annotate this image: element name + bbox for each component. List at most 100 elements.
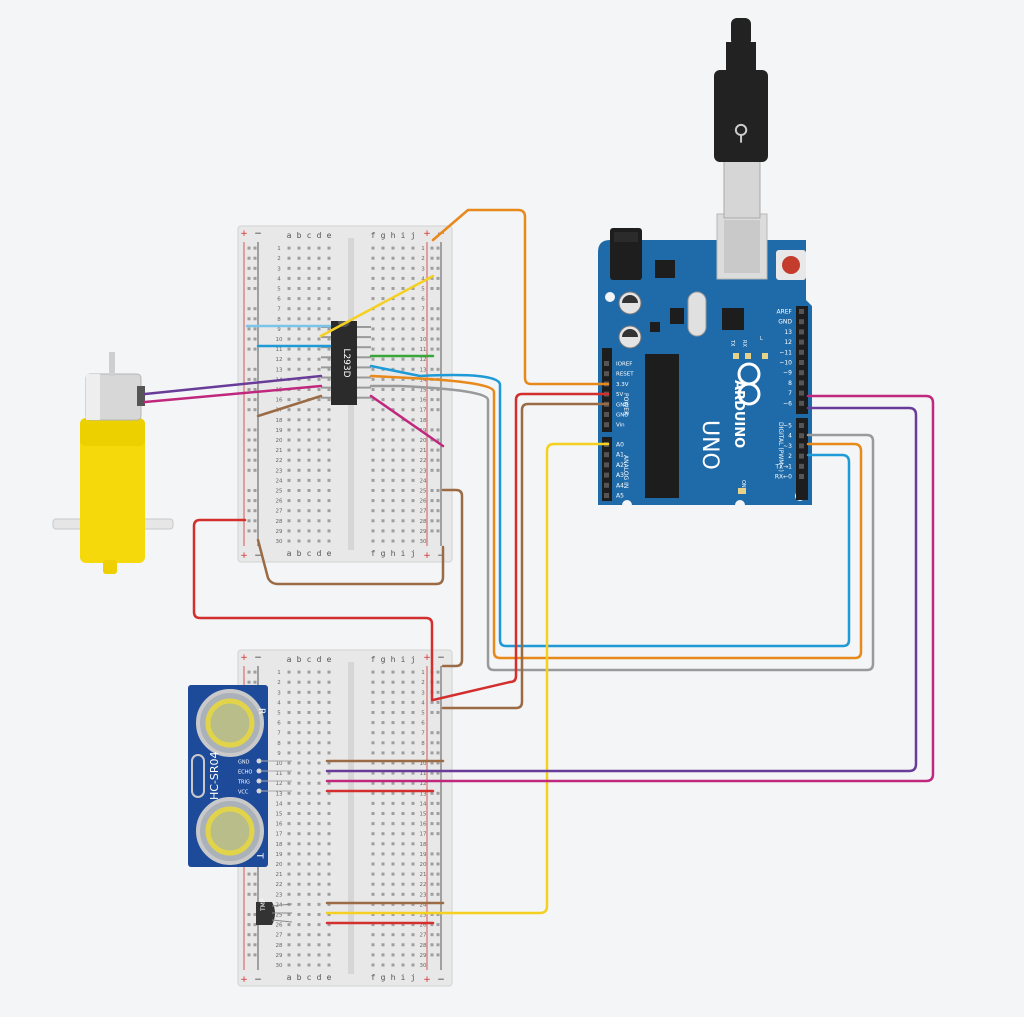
bb1-rail-hole[interactable] bbox=[247, 347, 251, 351]
bb1-hole[interactable] bbox=[401, 509, 405, 513]
bb1-hole[interactable] bbox=[287, 448, 291, 452]
bb2-hole[interactable] bbox=[327, 882, 331, 886]
bb1-hole[interactable] bbox=[307, 287, 311, 290]
bb2-hole[interactable] bbox=[327, 690, 331, 694]
bb1-hole[interactable] bbox=[297, 307, 301, 311]
bb2-hole[interactable] bbox=[317, 812, 321, 815]
bb1-hole[interactable] bbox=[401, 388, 405, 391]
bb1-hole[interactable] bbox=[381, 388, 385, 391]
bb2-hole[interactable] bbox=[401, 761, 405, 765]
bb1-rail-hole[interactable] bbox=[436, 519, 440, 523]
bb2-rail-hole[interactable] bbox=[253, 943, 257, 947]
bb2-hole[interactable] bbox=[391, 781, 395, 785]
bb1-hole[interactable] bbox=[381, 266, 385, 270]
bb2-hole[interactable] bbox=[287, 943, 291, 947]
bb2-rail-hole[interactable] bbox=[436, 700, 440, 704]
bb1-hole[interactable] bbox=[307, 246, 311, 250]
bb1-rail-hole[interactable] bbox=[247, 519, 251, 523]
bb2-rail-hole[interactable] bbox=[436, 933, 440, 937]
arduino-digital-pin[interactable] bbox=[799, 390, 804, 396]
bb2-hole[interactable] bbox=[401, 670, 405, 674]
bb1-rail-hole[interactable] bbox=[247, 307, 251, 311]
bb1-hole[interactable] bbox=[327, 529, 331, 533]
bb2-rail-hole[interactable] bbox=[436, 943, 440, 947]
bb2-hole[interactable] bbox=[287, 822, 291, 826]
bb2-hole[interactable] bbox=[287, 862, 291, 866]
bb2-rail-hole[interactable] bbox=[436, 680, 440, 684]
bb1-hole[interactable] bbox=[401, 327, 405, 331]
bb1-hole[interactable] bbox=[287, 347, 291, 351]
bb2-rail-hole[interactable] bbox=[436, 812, 440, 815]
bb2-hole[interactable] bbox=[287, 791, 291, 795]
bb2-hole[interactable] bbox=[307, 731, 311, 735]
bb1-rail-hole[interactable] bbox=[247, 428, 251, 432]
bb1-hole[interactable] bbox=[401, 408, 405, 412]
bb1-hole[interactable] bbox=[411, 428, 415, 432]
bb1-hole[interactable] bbox=[381, 489, 385, 492]
bb2-hole[interactable] bbox=[391, 892, 395, 896]
bb1-hole[interactable] bbox=[381, 246, 385, 250]
bb1-rail-hole[interactable] bbox=[247, 276, 251, 280]
bb2-hole[interactable] bbox=[411, 700, 415, 704]
bb2-hole[interactable] bbox=[297, 852, 301, 856]
bb2-hole[interactable] bbox=[391, 852, 395, 856]
bb2-hole[interactable] bbox=[317, 913, 321, 916]
bb2-rail-hole[interactable] bbox=[430, 882, 434, 886]
bb1-hole[interactable] bbox=[411, 266, 415, 270]
bb2-hole[interactable] bbox=[371, 943, 375, 947]
bb1-rail-hole[interactable] bbox=[253, 438, 257, 442]
bb1-rail-hole[interactable] bbox=[253, 256, 257, 260]
bb2-hole[interactable] bbox=[287, 721, 291, 725]
bb2-hole[interactable] bbox=[411, 771, 415, 775]
sensor-pin[interactable] bbox=[256, 778, 262, 784]
bb1-rail-hole[interactable] bbox=[247, 468, 251, 472]
bb2-hole[interactable] bbox=[371, 953, 375, 957]
bb2-rail-hole[interactable] bbox=[430, 812, 434, 815]
bb1-rail-hole[interactable] bbox=[430, 519, 434, 523]
bb2-hole[interactable] bbox=[307, 721, 311, 725]
bb2-hole[interactable] bbox=[307, 852, 311, 856]
bb2-hole[interactable] bbox=[287, 781, 291, 785]
bb2-hole[interactable] bbox=[297, 771, 301, 775]
bb1-hole[interactable] bbox=[287, 509, 291, 513]
arduino-digital-pin[interactable] bbox=[799, 370, 804, 376]
arduino-analog-pin[interactable] bbox=[604, 482, 609, 488]
bb1-rail-hole[interactable] bbox=[247, 317, 251, 321]
bb1-hole[interactable] bbox=[401, 458, 405, 462]
bb1-rail-hole[interactable] bbox=[247, 266, 251, 270]
bb2-hole[interactable] bbox=[327, 913, 331, 916]
bb1-hole[interactable] bbox=[401, 519, 405, 523]
bb1-hole[interactable] bbox=[381, 448, 385, 452]
arduino-digital-pin[interactable] bbox=[799, 453, 804, 459]
bb2-hole[interactable] bbox=[371, 923, 375, 927]
bb2-hole[interactable] bbox=[317, 953, 321, 957]
bb2-hole[interactable] bbox=[307, 902, 311, 906]
bb1-hole[interactable] bbox=[391, 317, 395, 321]
bb1-hole[interactable] bbox=[391, 377, 395, 381]
bb1-hole[interactable] bbox=[381, 287, 385, 290]
bb1-hole[interactable] bbox=[371, 357, 375, 361]
bb2-hole[interactable] bbox=[327, 731, 331, 735]
arduino-digital-pin[interactable] bbox=[799, 329, 804, 335]
bb2-hole[interactable] bbox=[317, 832, 321, 836]
bb2-hole[interactable] bbox=[391, 953, 395, 957]
bb2-hole[interactable] bbox=[381, 731, 385, 735]
bb2-rail-hole[interactable] bbox=[430, 953, 434, 957]
bb1-hole[interactable] bbox=[297, 468, 301, 472]
bb1-hole[interactable] bbox=[411, 256, 415, 260]
bb1-hole[interactable] bbox=[317, 377, 321, 381]
bb1-hole[interactable] bbox=[391, 428, 395, 432]
bb2-hole[interactable] bbox=[287, 670, 291, 674]
bb1-rail-hole[interactable] bbox=[430, 408, 434, 412]
arduino-digital-pin[interactable] bbox=[799, 309, 804, 314]
bb1-hole[interactable] bbox=[327, 246, 331, 250]
bb2-rail-hole[interactable] bbox=[430, 892, 434, 896]
bb2-hole[interactable] bbox=[391, 933, 395, 937]
bb2-hole[interactable] bbox=[317, 963, 321, 967]
bb2-hole[interactable] bbox=[297, 892, 301, 896]
bb2-rail-hole[interactable] bbox=[430, 731, 434, 735]
bb1-hole[interactable] bbox=[381, 509, 385, 513]
bb1-hole[interactable] bbox=[411, 246, 415, 250]
bb2-hole[interactable] bbox=[381, 711, 385, 714]
bb1-hole[interactable] bbox=[391, 519, 395, 523]
